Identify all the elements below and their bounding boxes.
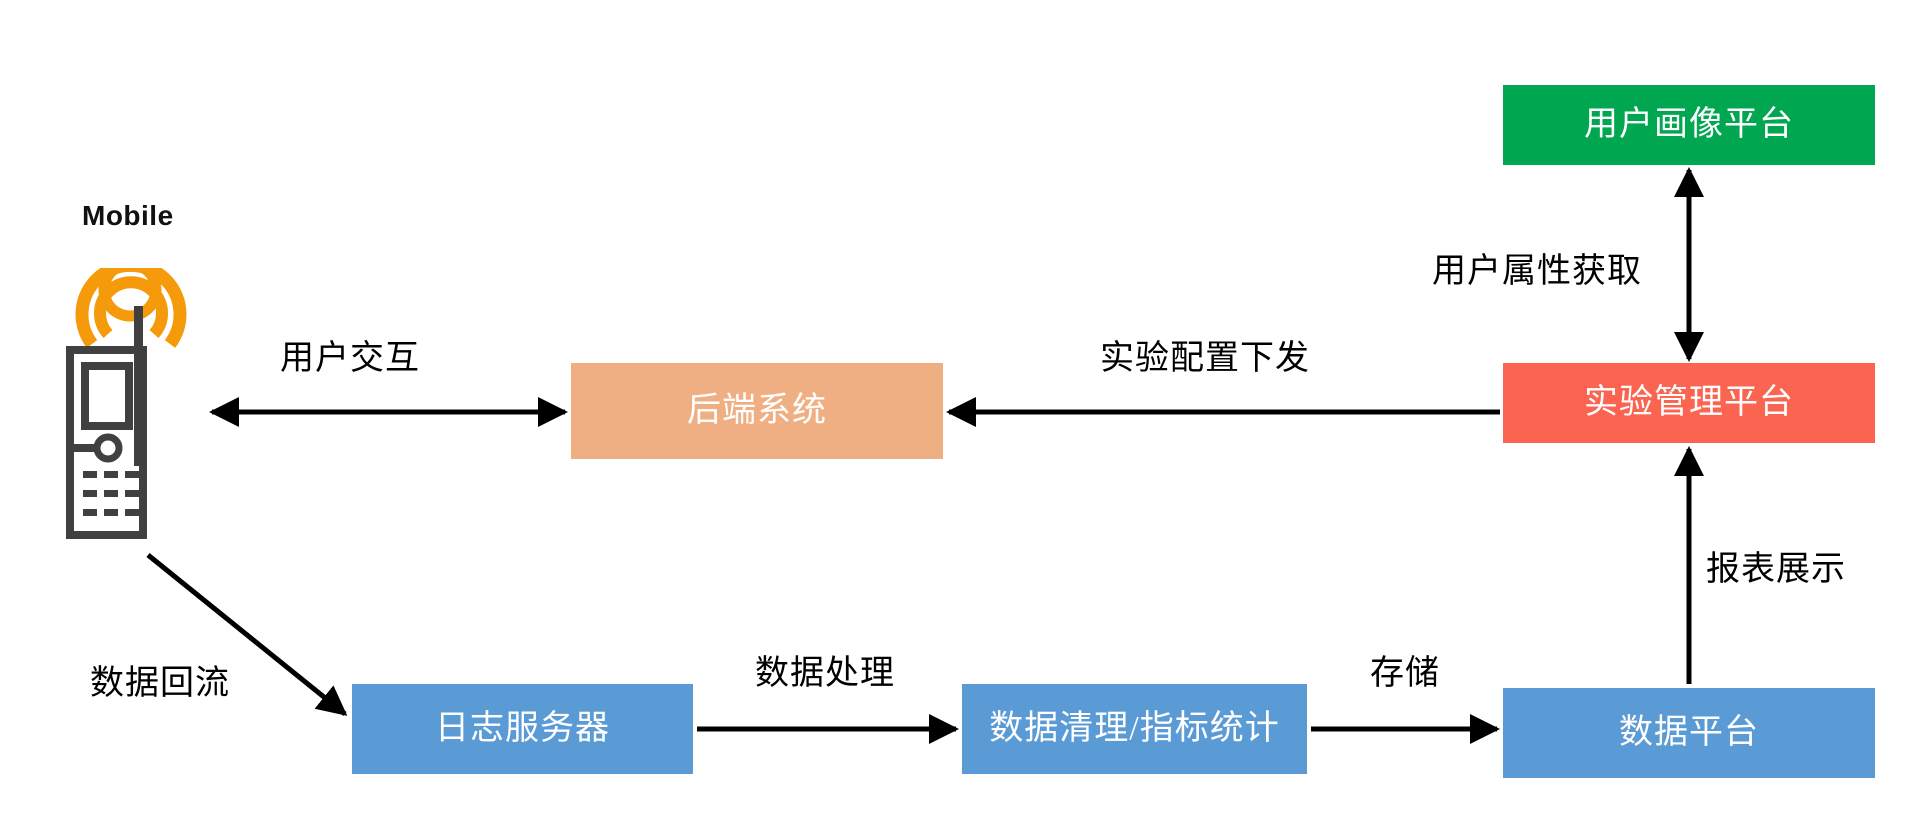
node-data-platform[interactable]: 数据平台: [1503, 688, 1875, 778]
node-backend-system[interactable]: 后端系统: [571, 363, 943, 459]
edge-label-data-backflow: 数据回流: [90, 665, 230, 702]
node-log-server[interactable]: 日志服务器: [352, 684, 693, 774]
node-data-cleaning-metrics[interactable]: 数据清理/指标统计: [962, 684, 1307, 774]
node-user-profile-platform[interactable]: 用户画像平台: [1503, 85, 1875, 165]
edge-label-user-attribute-fetch: 用户属性获取: [1432, 253, 1642, 290]
edge-label-experiment-config-delivery: 实验配置下发: [1100, 340, 1310, 377]
mobile-phone-signal-icon: [58, 258, 193, 563]
edge-label-storage: 存储: [1370, 655, 1440, 692]
edge-label-user-interaction: 用户交互: [280, 340, 420, 377]
actor-label-mobile: Mobile: [82, 200, 174, 231]
edge-label-report-display: 报表展示: [1706, 551, 1846, 588]
edge-label-data-processing: 数据处理: [755, 655, 895, 692]
node-experiment-management-platform[interactable]: 实验管理平台: [1503, 363, 1875, 443]
